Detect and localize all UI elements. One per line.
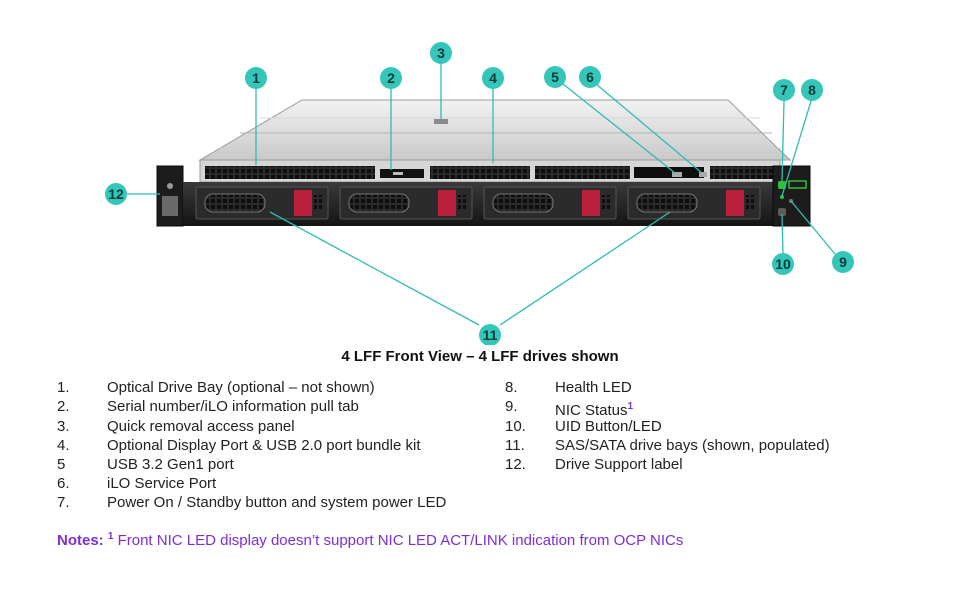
drive-bay-3 xyxy=(483,186,617,220)
access-panel-latch xyxy=(434,119,448,124)
upper-vent-2 xyxy=(430,166,530,179)
callout-11: 11 xyxy=(479,324,501,345)
callout-12: 12 xyxy=(105,183,127,205)
callout-6: 6 xyxy=(579,66,601,88)
callout-1-number: 1 xyxy=(252,70,260,86)
callout-8: 8 xyxy=(801,79,823,101)
legend-number: 11. xyxy=(505,437,525,454)
legend-text: Health LED xyxy=(555,379,632,396)
legend-number: 10. xyxy=(505,418,526,435)
callout-5: 5 xyxy=(544,66,566,88)
drive-latch xyxy=(726,190,744,216)
uid-button xyxy=(778,208,786,216)
legend-number: 4. xyxy=(57,437,70,454)
callout-11-number: 11 xyxy=(483,327,498,343)
callout-5-number: 5 xyxy=(551,69,559,85)
callout-12-number: 12 xyxy=(108,186,124,202)
drive-latch xyxy=(582,190,600,216)
notes-text: Front NIC LED display doesn’t support NI… xyxy=(117,532,684,549)
notes: Notes: 1 Front NIC LED display doesn’t s… xyxy=(57,531,683,549)
legend-text: SAS/SATA drive bays (shown, populated) xyxy=(555,437,830,454)
callout-10-number: 10 xyxy=(775,256,791,272)
leader-lines xyxy=(127,63,836,326)
legend-text: NIC Status xyxy=(555,402,628,419)
legend-number: 5 xyxy=(57,456,66,473)
callout-10: 10 xyxy=(772,253,794,275)
legend-text: UID Button/LED xyxy=(555,418,662,435)
legend-number: 6. xyxy=(57,475,70,492)
drive-bay-1 xyxy=(195,186,329,220)
legend-text: USB 3.2 Gen1 port xyxy=(107,456,234,473)
legend-number: 2. xyxy=(57,398,70,415)
ilo-port xyxy=(699,172,707,177)
drive-support-label xyxy=(162,196,178,216)
legend-text: Optical Drive Bay (optional – not shown) xyxy=(107,379,375,396)
drive-latch xyxy=(438,190,456,216)
legend-number: 12. xyxy=(505,456,526,473)
usb-displayport-slot xyxy=(634,167,704,178)
drive-latch xyxy=(294,190,312,216)
legend-number: 7. xyxy=(57,494,70,511)
diagram-caption: 4 LFF Front View – 4 LFF drives shown xyxy=(341,348,619,365)
notes-label: Notes: xyxy=(57,532,104,549)
callout-9-number: 9 xyxy=(839,254,847,270)
callout-6-number: 6 xyxy=(586,69,594,85)
callout-3: 3 xyxy=(430,42,452,64)
callout-7-number: 7 xyxy=(780,82,788,98)
health-led xyxy=(780,195,784,199)
upper-vent-4 xyxy=(710,166,775,179)
drive-bay-4 xyxy=(627,186,761,220)
legend-text: Quick removal access panel xyxy=(107,418,295,435)
legend-text: Drive Support label xyxy=(555,456,683,473)
server-front-diagram: 1 2 3 4 5 6 7 8 9 10 11 12 xyxy=(105,42,854,345)
server-chassis xyxy=(156,99,811,227)
power-button xyxy=(778,181,786,189)
legend-number: 1. xyxy=(57,379,70,396)
legend-number: 8. xyxy=(505,379,518,396)
callout-2-number: 2 xyxy=(387,70,395,86)
callout-markers: 1 2 3 4 5 6 7 8 9 10 11 12 xyxy=(105,42,854,345)
callout-1: 1 xyxy=(245,67,267,89)
upper-vent-3 xyxy=(535,166,630,179)
legend-number: 3. xyxy=(57,418,70,435)
callout-7: 7 xyxy=(773,79,795,101)
callout-8-number: 8 xyxy=(808,82,816,98)
legend-text: Serial number/iLO information pull tab xyxy=(107,398,359,415)
drive-bay-2 xyxy=(339,186,473,220)
chassis-top-panel xyxy=(198,99,792,161)
hpe-logo xyxy=(788,180,807,189)
legend-text: iLO Service Port xyxy=(107,475,217,492)
callout-9: 9 xyxy=(832,251,854,273)
callout-3-number: 3 xyxy=(437,45,445,61)
legend-text: Power On / Standby button and system pow… xyxy=(107,494,447,511)
usb-port xyxy=(672,172,682,177)
callout-4-number: 4 xyxy=(489,70,497,86)
legend-text: Optional Display Port & USB 2.0 port bun… xyxy=(107,437,421,454)
legend-number: 9. xyxy=(505,398,518,415)
notes-footnote-marker: 1 xyxy=(107,531,114,542)
upper-vent xyxy=(205,166,375,179)
footnote-marker: 1 xyxy=(627,401,634,412)
callout-4: 4 xyxy=(482,67,504,89)
callout-2: 2 xyxy=(380,67,402,89)
